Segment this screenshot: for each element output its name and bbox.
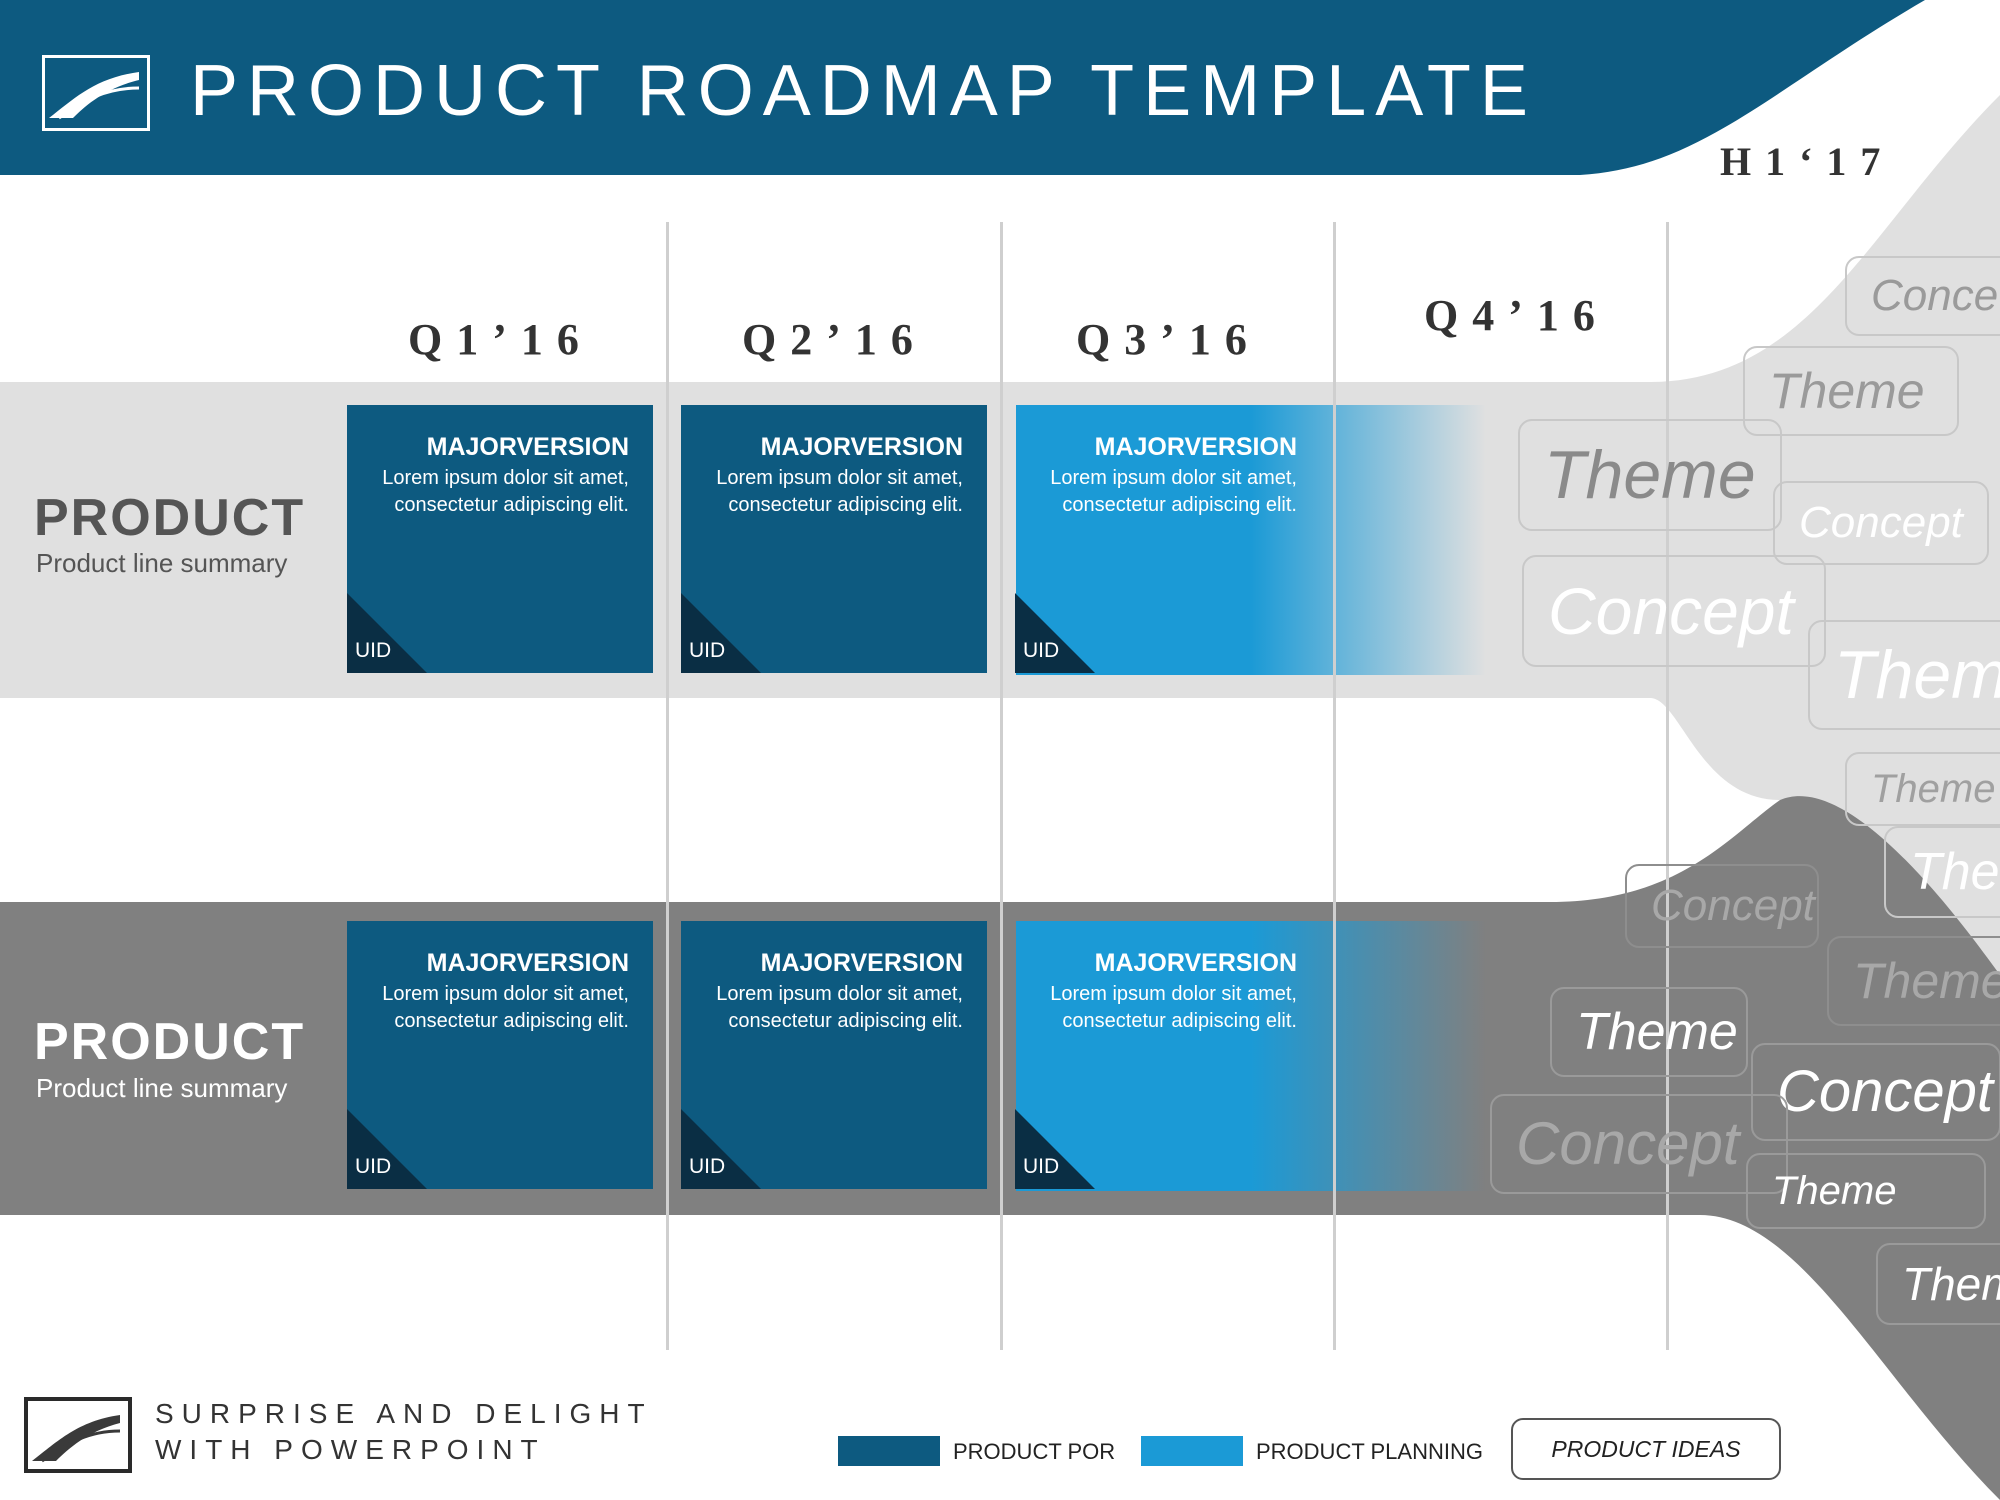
quarter-divider [1333,222,1336,1350]
idea-tag[interactable]: Theme [1746,1153,1986,1229]
card-body: Lorem ipsum dolor sit amet, consectetur … [382,983,629,1032]
card-corner [681,593,761,673]
idea-tag[interactable]: Conce [1845,256,2000,336]
footer-logo [24,1397,132,1473]
idea-tag[interactable]: Theme [1518,419,1782,531]
idea-tag[interactable]: Concept [1625,864,1819,948]
card-uid: UID [1023,639,1060,662]
card-body: Lorem ipsum dolor sit amet, consectetur … [716,983,963,1032]
card-heading: MAJORVERSION [426,433,629,461]
row1-card-q2[interactable]: MAJORVERSION Lorem ipsum dolor sit amet,… [681,405,987,673]
legend-label-por: PRODUCT POR [953,1439,1116,1464]
row1-product-summary: Product line summary [36,548,288,578]
card-corner [1015,1109,1095,1189]
row1-card-q1[interactable]: MAJORVERSION Lorem ipsum dolor sit amet,… [347,405,653,673]
card-body: Lorem ipsum dolor sit amet, consectetur … [1050,467,1297,516]
card-heading: MAJORVERSION [1094,949,1297,977]
header-band [0,0,1925,175]
footer-tagline-line2: WITH POWERPOINT [155,1434,546,1465]
card-heading: MAJORVERSION [426,949,629,977]
card-body: Lorem ipsum dolor sit amet, consectetur … [716,467,963,516]
idea-tag[interactable]: Concept [1490,1094,1788,1194]
legend-swatch-por [838,1436,940,1466]
road-monitor-icon [49,72,140,120]
card-corner [1015,593,1095,673]
card-corner [681,1109,761,1189]
idea-tag[interactable]: Theme [1550,987,1748,1077]
quarter-divider [1666,222,1669,1350]
idea-tag[interactable]: Theme [1743,346,1959,436]
card-uid: UID [689,639,726,662]
card-uid: UID [1023,1155,1060,1178]
road-monitor-icon [32,1415,121,1463]
legend-label-planning: PRODUCT PLANNING [1256,1439,1483,1464]
legend-swatch-planning [1141,1436,1243,1466]
row2-card-q2[interactable]: MAJORVERSION Lorem ipsum dolor sit amet,… [681,921,987,1189]
row2-card-q1[interactable]: MAJORVERSION Lorem ipsum dolor sit amet,… [347,921,653,1189]
card-body: Lorem ipsum dolor sit amet, consectetur … [1050,983,1297,1032]
card-body: Lorem ipsum dolor sit amet, consectetur … [382,467,629,516]
row1-product-title: PRODUCT [34,489,306,547]
logo [42,55,150,131]
card-heading: MAJORVERSION [1094,433,1297,461]
quarter-label-q3: Q3’16 [1076,315,1261,364]
idea-tag[interactable]: Concept [1522,555,1826,667]
idea-tag[interactable]: The [1884,826,2000,918]
quarter-divider [1000,222,1003,1350]
quarter-divider [666,222,669,1350]
idea-tag[interactable]: Concept [1773,481,1989,565]
quarter-label-q2: Q2’16 [742,315,927,364]
idea-tag[interactable]: Theme [1845,752,2000,826]
card-uid: UID [689,1155,726,1178]
quarter-label-q4: Q4’16 [1424,291,1609,340]
card-heading: MAJORVERSION [760,433,963,461]
idea-tag[interactable]: Them [1876,1243,2000,1325]
footer-tagline-line1: SURPRISE AND DELIGHT [155,1398,653,1429]
row2-product-summary: Product line summary [36,1073,288,1103]
idea-tag[interactable]: Concept [1751,1043,2000,1141]
row2-card-q3-planning[interactable]: MAJORVERSION Lorem ipsum dolor sit amet,… [1015,921,1321,1189]
card-corner [347,1109,427,1189]
quarter-label-q1: Q1’16 [408,315,593,364]
card-corner [347,593,427,673]
card-uid: UID [355,639,392,662]
half-year-label-h1-17: H1‘17 [1720,139,1895,184]
row1-card-q3-planning[interactable]: MAJORVERSION Lorem ipsum dolor sit amet,… [1015,405,1321,673]
row2-product-title: PRODUCT [34,1013,306,1071]
page-title: PRODUCT ROADMAP TEMPLATE [190,51,1537,131]
idea-tag[interactable]: Them [1808,620,2000,730]
card-uid: UID [355,1155,392,1178]
legend-label-ideas: PRODUCT IDEAS [1511,1418,1781,1480]
idea-tag[interactable]: Theme [1827,936,2000,1026]
card-heading: MAJORVERSION [760,949,963,977]
